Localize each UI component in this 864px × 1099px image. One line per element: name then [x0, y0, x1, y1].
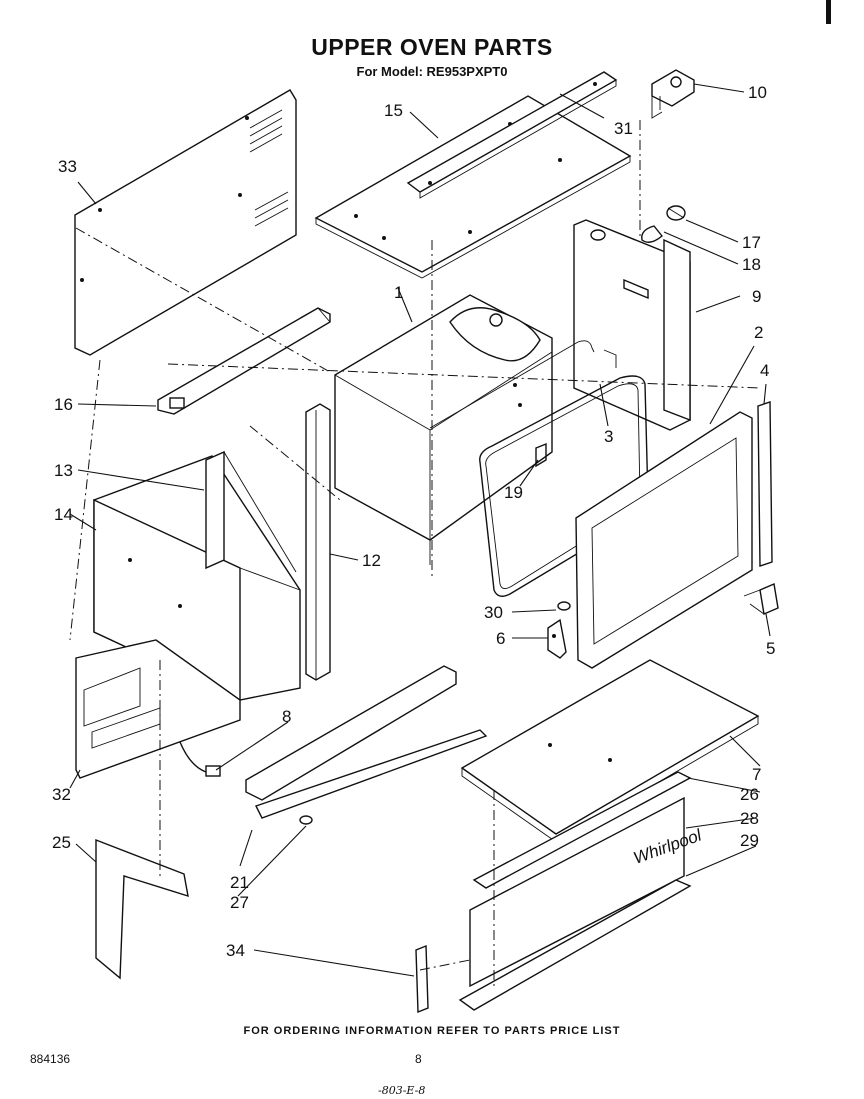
callout-33: 33 — [58, 157, 77, 176]
part-5-clip — [743, 583, 779, 615]
callout-14: 14 — [54, 505, 73, 524]
part-21-27-trim — [245, 665, 488, 825]
callout-32: 32 — [52, 785, 71, 804]
alignment-lines — [69, 120, 761, 988]
callout-3: 3 — [604, 427, 613, 446]
part-30-nut — [557, 601, 571, 611]
part-8-wire — [179, 741, 221, 777]
part-4-strip — [757, 401, 773, 567]
callout-19: 19 — [504, 483, 523, 502]
part-16-rail — [157, 307, 331, 415]
callout-21: 21 — [230, 873, 249, 892]
part-31-trim-strip — [406, 71, 618, 199]
callout-31: 31 — [614, 119, 633, 138]
part-19-clip — [535, 442, 547, 468]
part-2-door-frame — [575, 411, 753, 669]
callout-7: 7 — [752, 765, 761, 784]
document-number: 884136 — [30, 1052, 71, 1066]
callout-2: 2 — [754, 323, 763, 342]
leader-lines — [69, 83, 771, 977]
callout-18: 18 — [742, 255, 761, 274]
callout-30: 30 — [484, 603, 503, 622]
callout-5: 5 — [766, 639, 775, 658]
callout-16: 16 — [54, 395, 73, 414]
part-9-side-panel — [573, 219, 691, 431]
scan-edge-mark — [826, 0, 831, 24]
callout-27: 27 — [230, 893, 249, 912]
callout-4: 4 — [760, 361, 769, 380]
callout-28: 28 — [740, 809, 759, 828]
callout-12: 12 — [362, 551, 381, 570]
handwritten-note: -803-E-8 — [378, 1084, 426, 1097]
page-number: 8 — [415, 1052, 422, 1066]
callout-1: 1 — [394, 283, 403, 302]
callout-29: 29 — [740, 831, 759, 850]
callout-10: 10 — [748, 83, 767, 102]
callout-8: 8 — [282, 707, 291, 726]
page-title: UPPER OVEN PARTS — [311, 34, 553, 60]
part-26-28-29-trim — [458, 771, 692, 1011]
part-12-channel — [305, 403, 331, 681]
callout-26: 26 — [740, 785, 759, 804]
part-14-housing — [93, 450, 301, 702]
part-33-rear-panel — [74, 89, 297, 356]
callout-25: 25 — [52, 833, 71, 852]
callout-labels: 10 31 15 33 17 18 9 2 1 4 3 19 16 13 14 … — [52, 83, 775, 960]
callout-17: 17 — [742, 233, 761, 252]
part-6-hinge — [547, 618, 567, 659]
part-1-oven-liner — [334, 294, 553, 565]
ordering-note: FOR ORDERING INFORMATION REFER TO PARTS … — [243, 1025, 621, 1037]
callout-6: 6 — [496, 629, 505, 648]
callout-9: 9 — [752, 287, 761, 306]
callout-13: 13 — [54, 461, 73, 480]
callout-15: 15 — [384, 101, 403, 120]
model-subtitle: For Model: RE953PXPT0 — [356, 64, 508, 79]
part-25-bracket — [95, 838, 189, 980]
part-32-lower-panel — [75, 639, 241, 779]
part-34-strip — [415, 944, 429, 1014]
part-10-bracket — [651, 69, 695, 119]
part-17-18-lamp — [641, 205, 686, 243]
callout-34: 34 — [226, 941, 245, 960]
